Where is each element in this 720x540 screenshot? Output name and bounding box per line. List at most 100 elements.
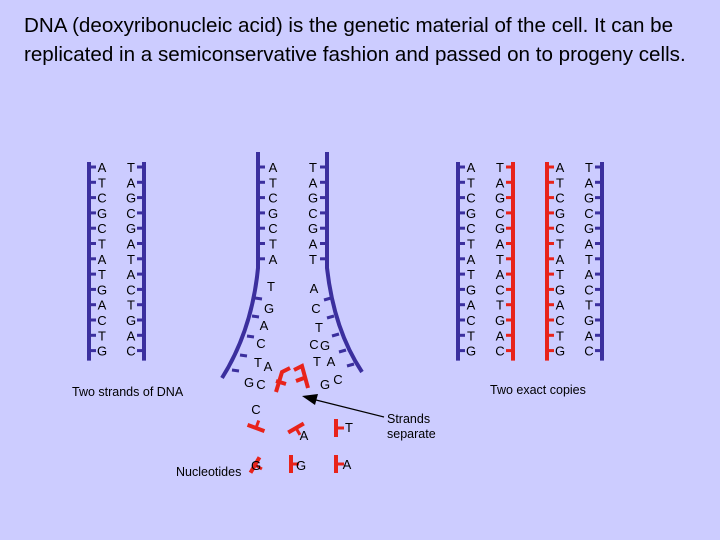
fork-right-arm-base: A [310, 281, 319, 296]
copy1-strand-a-base: A [467, 160, 476, 175]
fork-right-top-base: G [308, 191, 318, 206]
original-strand-a-base: G [97, 282, 107, 297]
fork-right-top-base: T [309, 160, 317, 175]
fork-right-top-base: G [308, 221, 318, 236]
copy1-strand-a-base: T [467, 175, 475, 190]
fork-left-arm-tooth [251, 314, 260, 319]
free-nucleotide [334, 455, 344, 473]
fork-left-arm-base: C [256, 377, 265, 392]
fork-right-arm-base: C [309, 337, 318, 352]
copy2-strand-b-base: T [585, 252, 593, 267]
original-strand-b-base: C [126, 344, 135, 359]
free-nucleotide-base: T [345, 420, 353, 435]
original-strand-a-base: A [98, 298, 107, 313]
new-segment-left [274, 366, 291, 393]
copy1-strand-b-base: T [496, 298, 504, 313]
fork-right-arm-base: G [320, 338, 330, 353]
copy1-strand-b-base: A [496, 267, 505, 282]
original-strand-a-base: T [98, 175, 106, 190]
copy2-strand-a-base: A [556, 160, 565, 175]
fork-right-arm-base: T [315, 320, 323, 335]
fork-right-arm-tooth [326, 314, 335, 320]
original-strand-b-base: A [127, 237, 136, 252]
free-nucleotide-base: A [300, 428, 309, 443]
fork-left-arm-base: C [256, 336, 265, 351]
copy2-strand-b-base: T [585, 160, 593, 175]
fork-right-arm-base: G [320, 377, 330, 392]
copy1-strand-b-base: A [496, 237, 505, 252]
fork-left-arm-tooth [246, 334, 255, 339]
copy1-strand-b-base: T [496, 252, 504, 267]
copy2-strand-b-base: A [585, 175, 594, 190]
original-strand-b-base: T [127, 298, 135, 313]
copy2-strand-b-base: G [584, 313, 594, 328]
free-nucleotide-base: G [296, 458, 306, 473]
free-nucleotide-tooth [254, 419, 261, 429]
copies-dna-group: ATCGCTATGACTGTAGCGATACTGACATCGCTATGACTGT… [456, 160, 604, 361]
fork-right-arm-tooth [338, 348, 347, 354]
fork-right-top-base: A [309, 175, 318, 190]
free-nucleotide [248, 456, 263, 474]
fork-left-arm-tooth [231, 368, 240, 373]
copy1-strand-a-base: C [466, 221, 475, 236]
original-strand-a-base: A [98, 252, 107, 267]
fork-left-arm-base: G [244, 375, 254, 390]
fork-right-top-base: A [309, 237, 318, 252]
original-strand-b-base: T [127, 160, 135, 175]
copy2-strand-a-base: T [556, 175, 564, 190]
free-nucleotide [334, 419, 344, 437]
free-nucleotide-tooth [294, 427, 302, 436]
original-strand-a-base: A [98, 160, 107, 175]
fork-left-top-base: A [269, 252, 278, 267]
copy2-strand-a-base: T [556, 267, 564, 282]
copy2-strand-a-base: A [556, 252, 565, 267]
free-nucleotide-base: A [343, 457, 352, 472]
fork-left-top-base: G [268, 206, 278, 221]
copy2-strand-b-base: G [584, 191, 594, 206]
fork-right-parental-backbone [325, 152, 364, 374]
original-strand-a-base: C [97, 191, 106, 206]
fork-right-top-base: C [308, 206, 317, 221]
fork-left-arm-base: T [254, 355, 262, 370]
fork-left-top-base: C [268, 221, 277, 236]
copy1-strand-b-base: G [495, 221, 505, 236]
fork-right-arm-base: C [333, 372, 342, 387]
fork-left-top-base: C [268, 191, 277, 206]
copy2-strand-b-base: A [585, 267, 594, 282]
copy2-strand-b-base: C [584, 344, 593, 359]
fork-left-top-base: T [269, 175, 277, 190]
original-strand-b-base: G [126, 313, 136, 328]
original-strand-a-base: T [98, 267, 106, 282]
fork-left-arm-tooth [239, 353, 248, 358]
fork-left-arm-tooth [254, 296, 263, 301]
copy1-strand-a-base: C [466, 191, 475, 206]
copy2-strand-a-base: G [555, 282, 565, 297]
original-strand-a-base: G [97, 206, 107, 221]
copy1-strand-a-base: T [467, 237, 475, 252]
copy1-strand-a-base: C [466, 313, 475, 328]
copy1-strand-b-base: A [496, 328, 505, 343]
original-strand-b-base: A [127, 328, 136, 343]
original-strand-b-base: T [127, 252, 135, 267]
original-strand-a-base: G [97, 344, 107, 359]
original-strand-b-base: C [126, 206, 135, 221]
free-nucleotide-base: C [251, 402, 260, 417]
strands-separate-label-line1: Strands [387, 412, 430, 426]
copy1-strand-b-base: G [495, 313, 505, 328]
original-strand-b-base: G [126, 221, 136, 236]
copy2-strand-b-base: C [584, 206, 593, 221]
free-nucleotide [246, 419, 266, 433]
copy1-strand-a-base: T [467, 267, 475, 282]
fork-right-arm-tooth [346, 362, 355, 368]
copy1-strand-b-base: A [496, 175, 505, 190]
fork-right-arm-base: T [313, 354, 321, 369]
copy1-strand-a-base: G [466, 344, 476, 359]
new-segment-right [293, 363, 310, 389]
strands-separate-arrow [302, 394, 385, 418]
fork-left-arm-base: T [267, 279, 275, 294]
original-strand-a-base: C [97, 221, 106, 236]
original-strand-a-base: T [98, 237, 106, 252]
copy2-strand-b-base: A [585, 328, 594, 343]
copy1-strand-a-base: A [467, 252, 476, 267]
